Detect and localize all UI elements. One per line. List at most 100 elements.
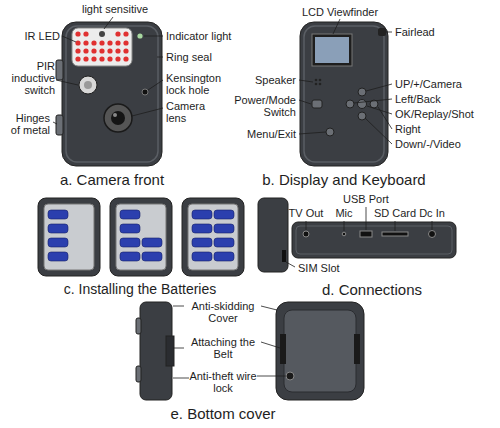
- connections-illustration: [342, 232, 346, 236]
- camera-back: [315, 37, 349, 63]
- bottom-cover-illustration: [280, 334, 286, 364]
- camera-front: [62, 22, 162, 166]
- camera-front: [83, 56, 88, 61]
- camera-back: [358, 88, 366, 96]
- camera-front: [99, 31, 105, 37]
- part-label: Left/Back: [395, 93, 495, 105]
- panel-caption: d. Connections: [292, 282, 452, 299]
- camera-back: [346, 100, 354, 108]
- part-label: LCD Viewfinder: [285, 6, 395, 18]
- battery-illustration: [188, 204, 238, 270]
- camera-back: [319, 79, 322, 82]
- leader-line: [157, 57, 163, 58]
- leader-line: [62, 36, 76, 42]
- part-label: USB Port: [331, 193, 401, 205]
- part-label: Anti-skidding Cover: [185, 300, 261, 324]
- battery-illustration: [110, 198, 172, 276]
- part-label: Right: [395, 123, 495, 135]
- leader-line: [173, 348, 184, 349]
- camera-front: [91, 56, 96, 61]
- leader-line: [173, 306, 184, 307]
- part-label: UP/+/Camera: [395, 78, 495, 90]
- leader-line: [366, 84, 392, 91]
- part-label: Camera lens: [166, 100, 214, 124]
- battery-illustration: [214, 252, 234, 261]
- leader-line: [366, 207, 367, 230]
- bottom-cover-illustration: [166, 336, 174, 366]
- camera-back: [319, 83, 322, 86]
- camera-front: [83, 31, 88, 36]
- camera-front: [123, 40, 128, 45]
- part-label: Down/-/Video: [395, 138, 495, 150]
- connections-illustration: [282, 250, 286, 262]
- leader-line: [354, 99, 392, 103]
- bottom-cover-illustration: [136, 366, 141, 382]
- battery-illustration: [192, 224, 212, 233]
- camera-front: [142, 89, 148, 95]
- leader-line: [299, 100, 311, 104]
- camera-front: [56, 115, 63, 135]
- camera-back: [346, 88, 378, 120]
- part-label: TV Out: [284, 207, 328, 219]
- connections-illustration: [360, 231, 372, 237]
- leader-line: [365, 118, 392, 144]
- camera-back: [326, 128, 334, 136]
- battery-illustration: [120, 224, 140, 233]
- camera-front: [99, 40, 104, 45]
- camera-front: [107, 40, 112, 45]
- camera-back: [300, 22, 388, 166]
- camera-back: [312, 100, 322, 108]
- battery-illustration: [48, 210, 68, 219]
- camera-back: [312, 34, 352, 66]
- camera-back: [300, 22, 388, 166]
- connections-illustration: [303, 231, 309, 237]
- panel-caption: a. Camera front: [12, 172, 212, 189]
- camera-front: [66, 26, 158, 162]
- leader-line: [286, 262, 295, 267]
- battery-illustration: [214, 224, 234, 233]
- battery-illustration: [192, 252, 212, 261]
- camera-front: [111, 111, 125, 125]
- part-label: Ring seal: [166, 51, 226, 63]
- battery-illustration: [48, 224, 68, 233]
- battery-illustration: [214, 210, 234, 219]
- leader-line: [395, 221, 396, 231]
- leader-line: [144, 36, 163, 37]
- part-label: Speaker: [236, 74, 296, 86]
- part-label: Hinges of metal: [4, 112, 50, 136]
- camera-front: [107, 48, 112, 53]
- leader-line: [56, 80, 78, 85]
- battery-illustration: [192, 210, 212, 219]
- camera-front: [123, 56, 128, 61]
- connections-illustration: [296, 226, 452, 254]
- battery-illustration: [142, 252, 162, 261]
- camera-front: [75, 31, 128, 61]
- battery-illustration: [120, 238, 140, 247]
- camera-front: [91, 48, 96, 53]
- camera-back: [358, 112, 366, 120]
- battery-illustration: [48, 252, 68, 261]
- leader-line: [344, 221, 345, 231]
- part-label: Menu/Exit: [226, 128, 296, 140]
- camera-front: [123, 48, 128, 53]
- bottom-cover-illustration: [276, 302, 364, 400]
- bottom-cover-illustration: [136, 318, 141, 334]
- leader-line: [333, 19, 340, 34]
- camera-front: [91, 40, 96, 45]
- camera-back: [315, 79, 322, 86]
- connections-illustration: [292, 222, 456, 258]
- bottom-cover-illustration: [136, 302, 364, 400]
- panel-caption: e. Bottom cover: [123, 406, 323, 423]
- camera-front: [99, 56, 104, 61]
- leader-line: [378, 107, 392, 129]
- camera-front: [107, 56, 112, 61]
- part-label: PIR inductive switch: [3, 60, 55, 96]
- battery-illustration: [214, 238, 234, 247]
- battery-illustration: [120, 252, 140, 261]
- camera-front: [99, 48, 104, 53]
- leader-line: [53, 122, 57, 124]
- camera-front: [113, 113, 117, 117]
- battery-illustration: [38, 198, 100, 276]
- leader-line: [299, 132, 326, 134]
